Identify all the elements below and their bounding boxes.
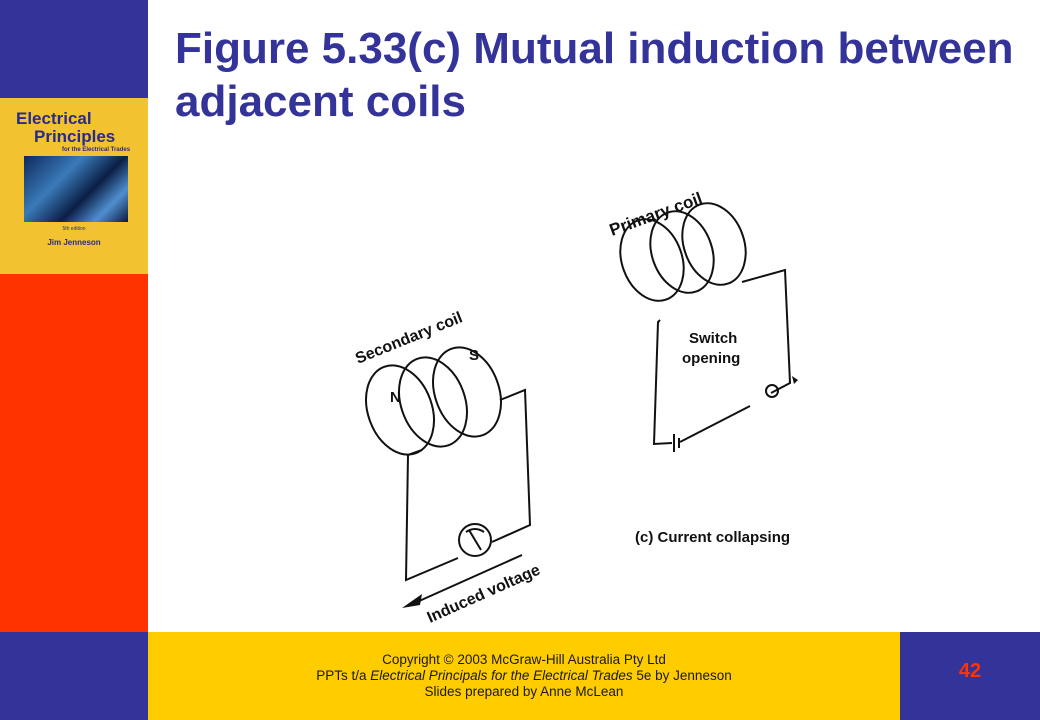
- page-number: 42: [958, 660, 982, 682]
- switch-label-line1: Switch: [689, 330, 737, 347]
- galvanometer-needle: [468, 529, 482, 551]
- footer-line-1: Copyright © 2003 McGraw-Hill Australia P…: [382, 652, 666, 667]
- book-cover: Electrical Principles for the Electrical…: [0, 98, 148, 274]
- switch-label-line2: opening: [682, 350, 740, 367]
- secondary-coil-loop-3: [432, 346, 502, 438]
- induced-voltage-arrowhead: [402, 594, 422, 608]
- footer: Copyright © 2003 McGraw-Hill Australia P…: [148, 632, 900, 720]
- galvanometer: [458, 523, 492, 557]
- cover-title-line1: Electrical: [16, 109, 92, 128]
- bottom-left-blue-block: [0, 632, 148, 720]
- cover-subtitle: for the Electrical Trades: [62, 147, 131, 153]
- secondary-circuit-wire: [404, 388, 532, 582]
- secondary-coil-loop-2: [398, 356, 468, 448]
- mutual-induction-diagram: Primary coil Secondary coil N S Switch o…: [353, 189, 798, 627]
- primary-coil-loop-2: [649, 210, 715, 294]
- cover-edition: 5th edition: [62, 226, 86, 232]
- figure-caption: (c) Current collapsing: [635, 529, 790, 546]
- copyright-notice: Copyright © 2003 McGraw-Hill Australia P…: [148, 652, 900, 700]
- south-pole-label: S: [469, 347, 479, 364]
- switch-contact: [765, 384, 779, 398]
- primary-coil-loop-3: [681, 202, 747, 286]
- secondary-coil-label: Secondary coil: [353, 309, 465, 367]
- top-left-blue-block: [0, 0, 148, 98]
- primary-coil-label: Primary coil: [607, 189, 705, 240]
- secondary-coil-loop-1: [365, 364, 435, 456]
- induced-voltage-arrow-line: [407, 554, 523, 607]
- footer-line-3: Slides prepared by Anne McLean: [424, 684, 624, 699]
- left-red-strip: [0, 274, 148, 632]
- slide-title: Figure 5.33(c) Mutual induction between …: [175, 24, 1014, 126]
- footer-line-2: PPTs t/a Electrical Principals for the E…: [316, 668, 732, 683]
- cover-photo: [24, 156, 128, 222]
- north-pole-label: N: [390, 389, 401, 406]
- primary-coil-loop-1: [619, 218, 685, 302]
- primary-circuit-wire: [652, 268, 792, 446]
- galvanometer-arc: [465, 528, 485, 533]
- page-number-box: 42: [900, 632, 1040, 720]
- cover-author: Jim Jenneson: [47, 238, 101, 247]
- cover-title-line2: Principles: [34, 127, 116, 146]
